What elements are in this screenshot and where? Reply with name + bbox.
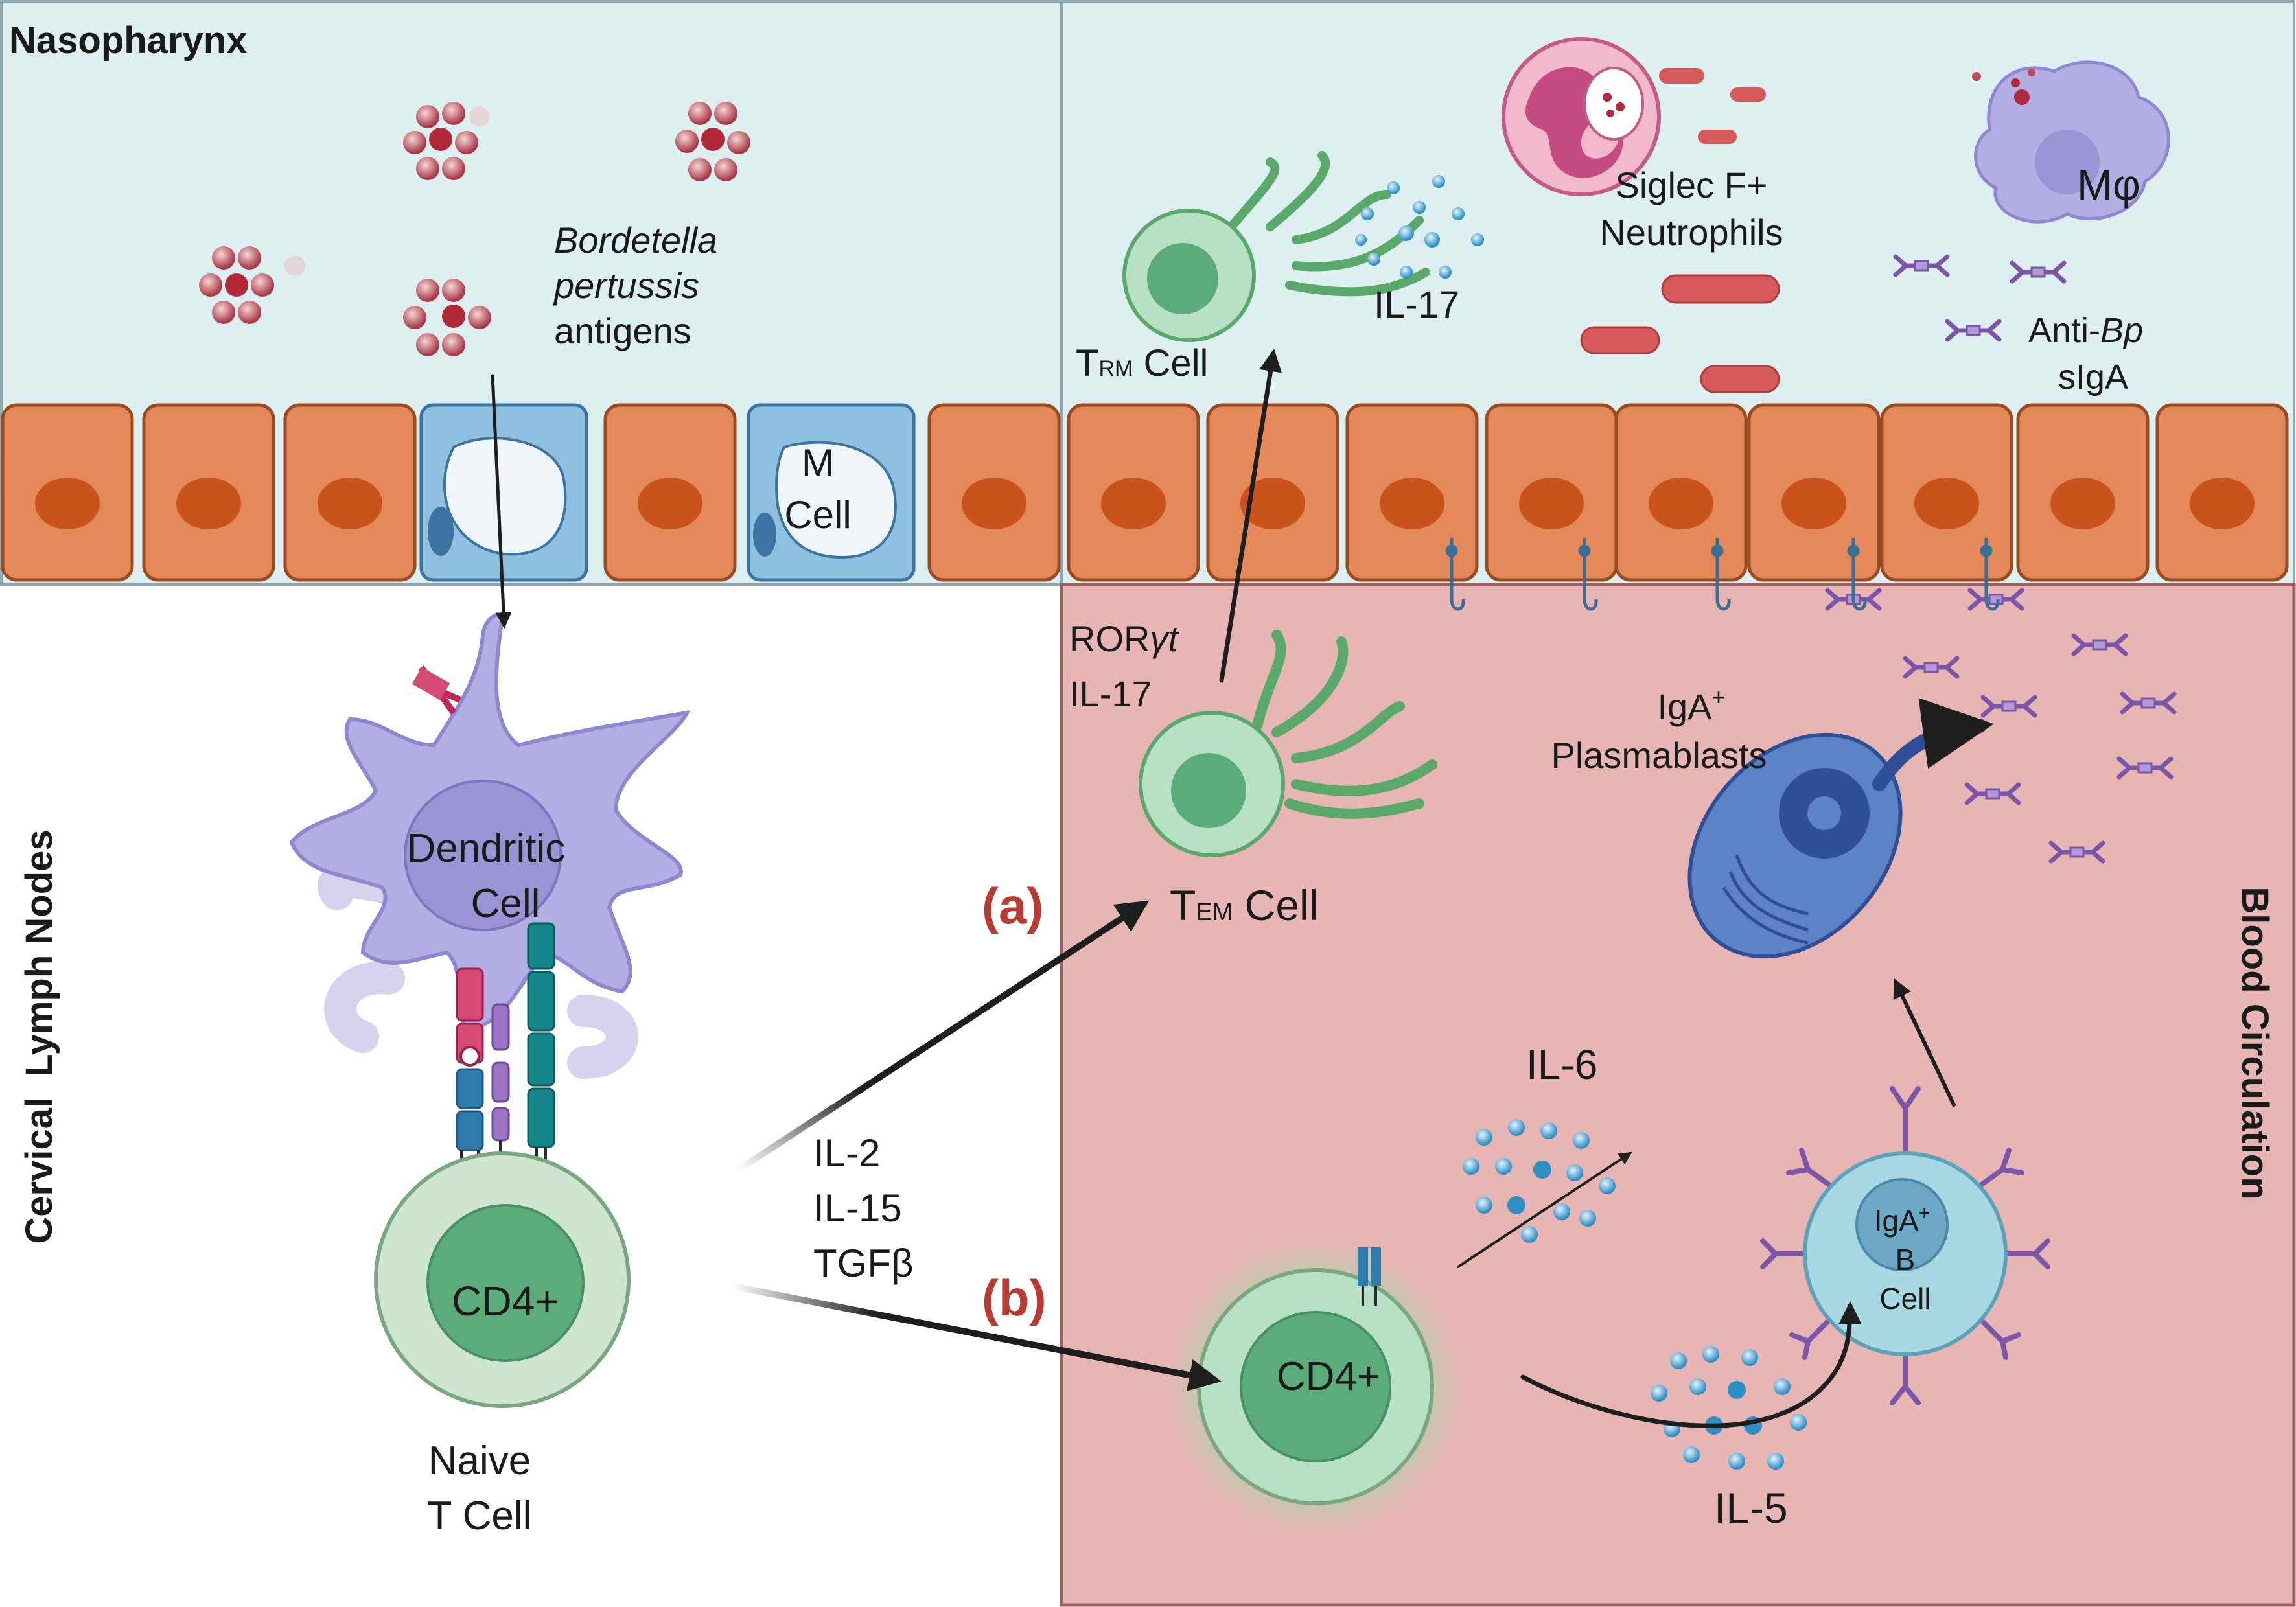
naive-cd4-label: CD4+	[452, 1278, 559, 1324]
plasmablasts-label-line2: Plasmablasts	[1551, 735, 1767, 776]
tem-cell-label: TEM Cell	[1170, 881, 1318, 929]
poly-ig-receptors	[1445, 538, 2000, 611]
rorgt-label: RORγt	[1069, 618, 1179, 659]
trm-cell-label: TRM Cell	[1076, 342, 1208, 384]
cytokines-il15-label: IL-15	[813, 1186, 902, 1230]
il5-cytokines	[1651, 1346, 1807, 1470]
epithelial-layer	[3, 403, 2287, 582]
antigens-label-line2: pertussis	[553, 265, 699, 306]
il17-blood-label: IL-17	[1069, 673, 1152, 714]
blood-circulation-label: Blood Circulation	[2234, 886, 2276, 1199]
nasopharynx-label: Nasopharynx	[9, 19, 247, 62]
il6-label: IL-6	[1526, 1041, 1597, 1088]
dendritic-label-line2: Cell	[471, 881, 540, 926]
antigen-cluster	[675, 102, 750, 181]
naive-label-line2: T Cell	[428, 1494, 532, 1538]
path-b-label: (b)	[982, 1269, 1047, 1326]
il6-cytokines	[1463, 1119, 1616, 1243]
naive-label-line1: Naive	[428, 1439, 531, 1483]
cytokines-tgfb-label: TGFβ	[813, 1242, 913, 1285]
dendritic-cell	[289, 613, 691, 1079]
antigen-cluster	[199, 246, 305, 324]
neutrophils-label-line1: Siglec F+	[1616, 165, 1768, 205]
bcell-label-line3: Cell	[1879, 1282, 1931, 1315]
m-cell-right	[747, 403, 916, 582]
blood-cd4-label: CD4+	[1277, 1354, 1380, 1399]
trm-cell	[1122, 151, 1430, 342]
path-a-label: (a)	[982, 877, 1043, 934]
il17-top-label: IL-17	[1374, 284, 1459, 326]
bcell-label-line1: IgA+	[1874, 1203, 1931, 1238]
mhc-tcr-complex	[456, 922, 555, 1186]
naive-t-cell	[374, 1151, 631, 1408]
lymph-nodes-label: Cervical Lymph Nodes	[18, 829, 60, 1243]
il5-label: IL-5	[1714, 1484, 1788, 1532]
tem-cell	[1139, 630, 1437, 857]
m-cell-label-line1: M	[802, 441, 834, 485]
bcell-label-line2: B	[1896, 1243, 1916, 1277]
plasmablasts-label-line1: IgA+	[1657, 684, 1725, 727]
arrows	[491, 349, 1994, 1428]
antigen-cluster	[403, 279, 491, 356]
macrophage	[1972, 60, 2170, 224]
neutrophil	[1502, 37, 1661, 196]
il17-cytokines-top	[1355, 175, 1484, 279]
dendritic-label-line1: Dendritic	[407, 826, 566, 871]
cytokines-il2-label: IL-2	[813, 1131, 880, 1175]
siga-label-line1: Anti-Bp	[2028, 311, 2143, 350]
m-cell-label-line2: Cell	[784, 493, 851, 537]
m-cell-left	[419, 403, 588, 582]
blood-cd4-t-cell	[1166, 1238, 1465, 1536]
siga-label-line2: sIgA	[2058, 358, 2128, 397]
neutrophils-label-line2: Neutrophils	[1599, 212, 1783, 253]
antigens-label-line3: antigens	[554, 310, 691, 351]
bacteria	[1580, 68, 1780, 393]
antigen-cluster	[403, 102, 490, 180]
macrophage-label: Mφ	[2077, 161, 2140, 209]
plasmablast	[1687, 732, 1903, 959]
antigens-label-line1: Bordetella	[554, 220, 717, 260]
